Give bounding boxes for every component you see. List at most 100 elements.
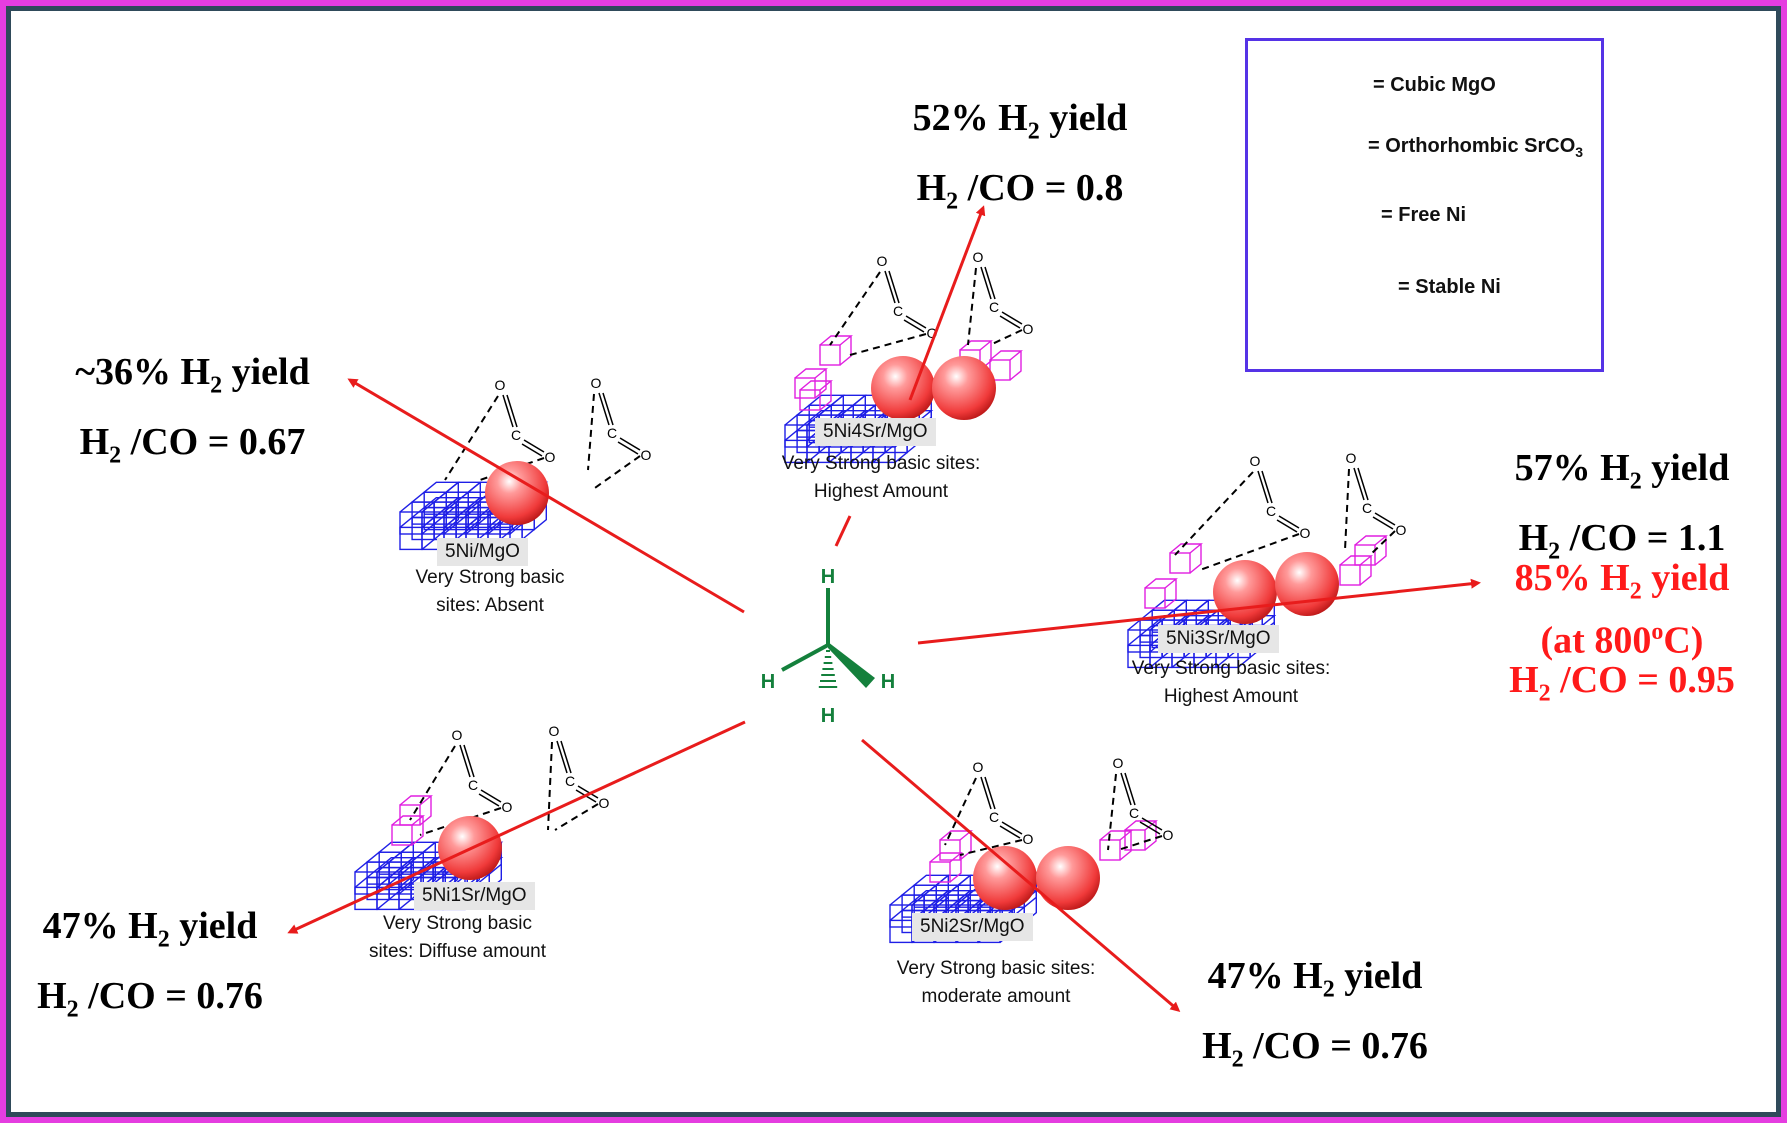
adsorption-bond [409, 745, 456, 821]
oxygen-atom: O [599, 795, 610, 811]
co2-ni4sr-b: OCO [967, 249, 1034, 346]
result-ni2sr-ratio: H2 /CO = 0.76 [1202, 1024, 1428, 1073]
oxygen-atom: O [502, 799, 513, 815]
carbon-atom: C [893, 303, 903, 319]
oxygen-atom: O [1346, 450, 1357, 466]
oxygen-atom: O [1163, 827, 1174, 843]
result-ni1sr-yield: 47% H2 yield [42, 905, 258, 953]
carbon-atom: C [511, 427, 521, 443]
carbon-atom: C [565, 773, 575, 789]
catalyst-desc-ni4sr: Very Strong basic sites:Highest Amount [781, 453, 981, 502]
srco3-cube [1339, 555, 1373, 586]
srco3-cube [794, 368, 828, 399]
co2-ni4sr-a: OCO [829, 253, 938, 356]
result-ni1sr-ratio: H2 /CO = 0.76 [37, 974, 263, 1023]
adsorption-bond [1107, 773, 1117, 851]
srco3-cube [1099, 830, 1133, 861]
adsorption-bond [554, 803, 599, 831]
methane-h-bottom: H [821, 705, 835, 727]
ni-particle-ni4sr-b [932, 356, 996, 420]
oxygen-atom: O [591, 375, 602, 391]
adsorption-bond [944, 777, 977, 846]
adsorption-bond [989, 329, 1023, 346]
carbon-atom: C [1129, 805, 1139, 821]
result-ni1sr: 47% H2 yield H2 /CO = 0.76 [30, 898, 270, 1037]
methane-layer: H H H H [761, 566, 895, 727]
oxygen-atom: O [495, 377, 506, 393]
srco3-cube [929, 852, 963, 883]
methane-h-right: H [881, 671, 895, 693]
adsorption-bond [444, 395, 499, 481]
catalyst-desc-ni3sr: Very Strong basic sites:Highest Amount [1131, 658, 1331, 707]
co2-ni2sr-a: O C O [944, 759, 1034, 856]
result-ni4sr-yield: 52% H2 yield [912, 97, 1128, 145]
legend-stable-ni-label: = Stable Ni [1398, 276, 1501, 298]
legend-free-ni-label: = Free Ni [1381, 204, 1467, 226]
ni-particle-ni-mgo [485, 461, 549, 525]
adsorption-bond [959, 839, 1023, 856]
arrow-ni-mgo [347, 378, 745, 614]
catalyst-desc-ni2sr: Very Strong basic sites:moderate amount [896, 958, 1096, 1007]
srco3-cube [1124, 820, 1158, 851]
arrow-layer [287, 205, 1481, 1012]
result-ni3sr: 57% H2 yield H2 /CO = 1.1 [1487, 440, 1757, 579]
arrow-ni1sr [287, 720, 746, 934]
ni-particle-ni3sr-b [1275, 552, 1339, 616]
adsorption-bond [829, 271, 881, 346]
oxygen-atom: O [1113, 755, 1124, 771]
oxygen-atom: O [973, 249, 984, 265]
co2-ni-mgo-b: O C O [587, 375, 652, 491]
methane-h-left: H [761, 671, 775, 693]
result-ni-mgo-yield: ~36% H2 yield [75, 351, 310, 399]
adsorption-bond [1369, 530, 1396, 556]
oxygen-atom: O [1023, 831, 1034, 847]
result-ni-mgo: ~36% H2 yield H2 /CO = 0.67 [60, 344, 325, 483]
srco3-cube [1144, 578, 1178, 609]
result-ni2sr-yield: 47% H2 yield [1207, 955, 1423, 1003]
carbon-atom: C [1362, 500, 1372, 516]
adsorption-bond [1344, 468, 1350, 551]
co2-ni3sr-b: OCO [1344, 450, 1407, 556]
srco3-cube [391, 815, 425, 846]
ni-particle-ni2sr-a [973, 846, 1037, 910]
carbon-atom: C [607, 425, 617, 441]
result-ni2sr: 47% H2 yield H2 /CO = 0.76 [1190, 948, 1440, 1087]
srco3-cube [939, 830, 973, 861]
srco3-cube [799, 380, 833, 411]
adsorption-bond [547, 741, 553, 831]
ni-particle-ni2sr-b [1036, 846, 1100, 910]
methane-h-top: H [821, 566, 835, 588]
co2-ni-mgo-a: OCO [444, 377, 556, 481]
carbon-atom: C [1266, 503, 1276, 519]
catalyst-label-ni3sr: 5Ni3Sr/MgO [1158, 625, 1279, 653]
result-ni3sr-ratio: H2 /CO = 1.1 [1518, 516, 1726, 565]
oxygen-atom: O [641, 447, 652, 463]
bond-wedge [828, 642, 875, 688]
arrow-ni2sr [861, 738, 1181, 1012]
arrow-ni4sr-tail [834, 515, 852, 547]
ni-particle-ni4sr-a [871, 356, 935, 420]
arrow-ni3sr [917, 578, 1481, 645]
result-ni3sr-800c-ratio: H2 /CO = 0.95 [1509, 659, 1735, 707]
legend-cubic-mgo-label: = Cubic MgO [1373, 74, 1496, 96]
legend-srco3-label: = Orthorhombic SrCO3 [1368, 135, 1584, 160]
srco3-cube [1169, 543, 1203, 574]
bond-left [781, 643, 829, 672]
oxygen-atom: O [877, 253, 888, 269]
adsorption-bond [1117, 835, 1163, 851]
adsorption-bond [849, 333, 927, 356]
carbon-atom: C [989, 809, 999, 825]
srco3-cube [1354, 535, 1388, 566]
catalyst-label-ni1sr: 5Ni1Sr/MgO [414, 882, 535, 910]
oxygen-atom: O [973, 759, 984, 775]
ni-particle-ni3sr-a [1213, 560, 1277, 624]
co2-ni1sr-b: OCO [547, 723, 610, 831]
result-ni3sr-800c-temp: (at 800oC) [1540, 618, 1704, 662]
catalyst-label-ni-mgo: 5Ni/MgO [437, 538, 528, 566]
arrow-ni4sr [908, 205, 986, 401]
adsorption-bond [587, 393, 595, 471]
oxygen-atom: O [452, 727, 463, 743]
co2-ni3sr-a: OCO [1174, 453, 1311, 571]
